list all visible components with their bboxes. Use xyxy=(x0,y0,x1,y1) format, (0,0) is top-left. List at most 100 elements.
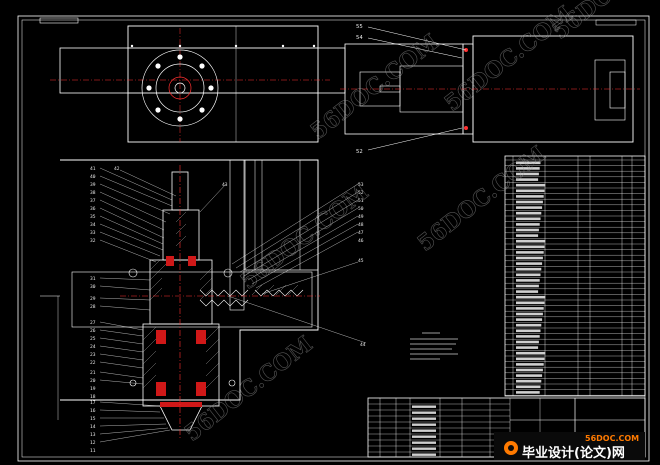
brand-logo: 56DOC.COM 毕业设计(论文)网 xyxy=(494,432,645,461)
watermark-1: 56DOC.COM xyxy=(306,29,444,145)
leader-lines-right xyxy=(119,169,367,344)
parts-list-cell-text xyxy=(516,379,542,383)
callout-26: 26 xyxy=(90,328,96,334)
parts-list-cell-text xyxy=(516,273,541,277)
callout-53: 53 xyxy=(358,182,364,188)
callout-19: 19 xyxy=(90,386,96,392)
callout-24: 24 xyxy=(90,344,96,350)
callout-15: 15 xyxy=(90,416,96,422)
section-fastener-circles xyxy=(128,268,236,387)
title-block-cell-text xyxy=(412,435,436,438)
callout-43: 43 xyxy=(222,182,228,188)
callout-55: 55 xyxy=(356,24,363,30)
parts-list-table xyxy=(504,155,646,397)
callout-32: 32 xyxy=(90,238,96,244)
title-block-cell-text xyxy=(412,405,436,408)
title-block-cell-text xyxy=(412,441,436,444)
callout-20: 20 xyxy=(90,378,96,384)
watermark-3: 56DOC.COM xyxy=(236,179,374,295)
callout-47: 47 xyxy=(358,230,364,236)
parts-list-cell-text xyxy=(516,167,540,170)
parts-list-cell-text xyxy=(516,189,545,193)
parts-list-cell-text xyxy=(516,262,543,265)
callout-22: 22 xyxy=(90,360,96,366)
parts-list-cell-text xyxy=(516,374,543,377)
callout-38: 38 xyxy=(90,190,96,196)
parts-list-cell-text xyxy=(516,284,539,288)
parts-list-cell-text xyxy=(516,200,543,204)
sheet-border-outer xyxy=(17,15,650,462)
title-block-cell-text xyxy=(412,423,436,426)
title-block-cell-text xyxy=(412,447,436,450)
title-block-cell-text xyxy=(412,429,436,432)
parts-list-cell-text xyxy=(516,211,542,215)
callouts-section-left: 41 40 39 38 37 36 35 34 33 32 31 30 29 2… xyxy=(90,166,96,454)
parts-list-cell-text xyxy=(516,251,544,254)
callout-13: 13 xyxy=(90,432,96,438)
bearing-sections xyxy=(156,256,206,407)
parts-list-cell-text xyxy=(516,279,540,282)
parts-list-cell-text xyxy=(516,206,543,209)
parts-list-cell-text xyxy=(516,290,539,293)
callout-leaders-top xyxy=(367,26,467,151)
parts-list-cell-text xyxy=(516,301,545,305)
top-view-small-holes xyxy=(130,44,316,48)
parts-list-cell-text xyxy=(516,335,540,338)
callout-39: 39 xyxy=(90,182,96,188)
parts-list-cell-text xyxy=(516,161,541,165)
parts-list-cell-text xyxy=(516,312,543,316)
callout-41: 41 xyxy=(90,166,96,172)
parts-list-cell-text xyxy=(516,295,546,299)
callout-42: 42 xyxy=(114,166,120,172)
brand-url: 56DOC.COM xyxy=(585,434,639,443)
parts-list-cell-text xyxy=(516,340,539,344)
corner-number-box xyxy=(595,19,637,26)
parts-list-cell-text xyxy=(516,228,539,232)
callout-17: 17 xyxy=(90,400,96,406)
flange-bolt-holes xyxy=(146,54,214,122)
callout-37: 37 xyxy=(90,198,96,204)
drawing-number-box xyxy=(39,17,79,24)
parts-list-grid xyxy=(505,156,645,396)
parts-list-cell-text xyxy=(516,346,539,349)
parts-list-cell-text xyxy=(516,363,544,366)
callout-50: 50 xyxy=(358,206,364,212)
parts-list-cell-text xyxy=(516,391,540,394)
parts-list-cell-text xyxy=(516,178,539,181)
watermark-4: 56DOC.COM xyxy=(413,141,551,257)
title-block-grid xyxy=(368,398,645,457)
callout-12: 12 xyxy=(90,440,96,446)
callout-45: 45 xyxy=(358,258,364,264)
callout-25: 25 xyxy=(90,336,96,342)
top-view-left xyxy=(50,25,346,143)
callout-29: 29 xyxy=(90,296,96,302)
callout-21: 21 xyxy=(90,370,96,376)
parts-list-cell-text xyxy=(516,357,545,361)
callout-16: 16 xyxy=(90,408,96,414)
parts-list-cell-text xyxy=(516,183,546,187)
title-block-cell-text xyxy=(412,411,436,414)
parts-list-cell-text xyxy=(516,234,539,237)
brand-name: 毕业设计(论文)网 xyxy=(522,445,625,461)
parts-list-cell-text xyxy=(516,195,544,198)
parts-list-cell-text xyxy=(516,307,544,310)
callout-18: 18 xyxy=(90,394,96,400)
callout-14: 14 xyxy=(90,424,96,430)
callout-44: 44 xyxy=(360,342,366,348)
callout-52: 52 xyxy=(358,190,364,196)
callout-46: 46 xyxy=(358,238,364,244)
callout-34: 34 xyxy=(90,222,96,228)
parts-list-cell-text xyxy=(516,385,541,389)
callout-33: 33 xyxy=(90,230,96,236)
flange-plate xyxy=(141,49,219,127)
pulley-grooves xyxy=(199,289,304,307)
callout-54: 54 xyxy=(356,35,363,41)
parts-list-cell-text xyxy=(516,239,546,243)
title-block-cell-text xyxy=(412,453,436,456)
callout-48: 48 xyxy=(358,222,364,228)
parts-list-cell-text xyxy=(516,318,543,321)
parts-list-cell-text xyxy=(516,323,542,327)
parts-list-cell-text xyxy=(516,245,545,249)
watermarks: 56DOC.COM 56DOC.COM 56DOC.COM 56DOC.COM … xyxy=(179,0,660,447)
